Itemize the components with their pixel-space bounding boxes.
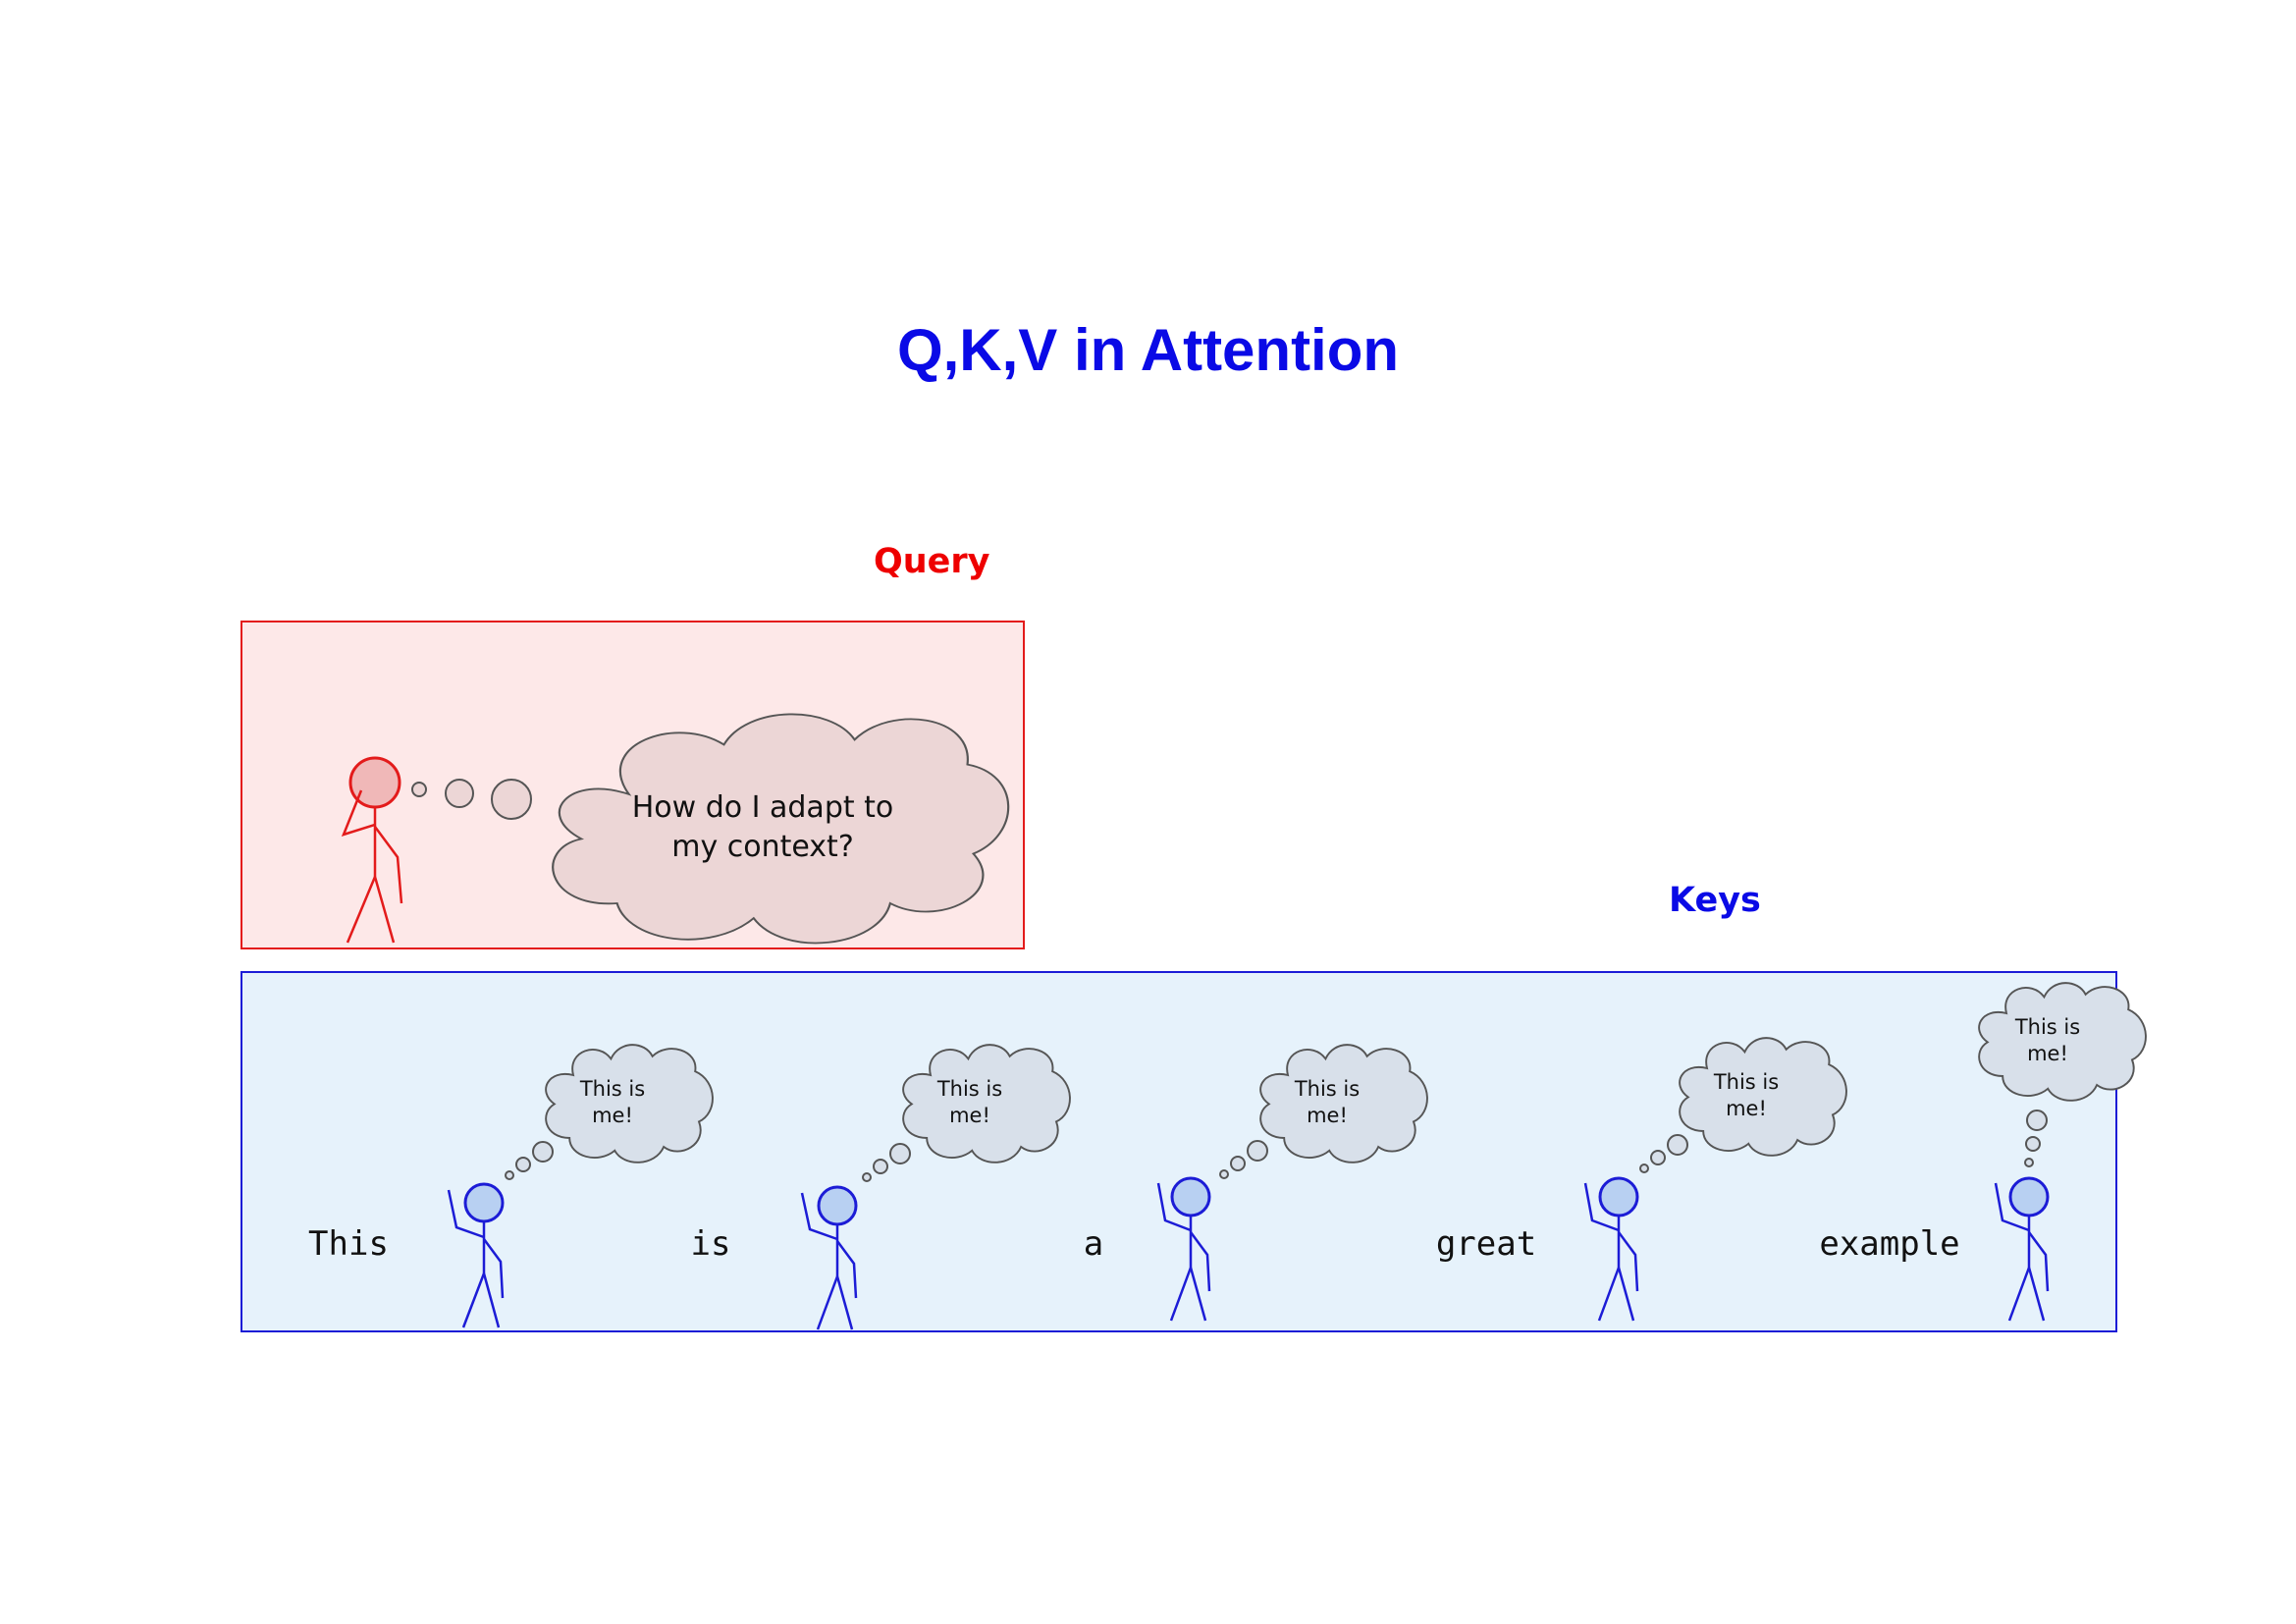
key-thought-text-line2: me! xyxy=(2027,1042,2068,1065)
key-thought-dots xyxy=(2024,1110,2048,1167)
key-person-icon xyxy=(1583,1176,1639,1322)
query-thought-text-line1: How do I adapt to xyxy=(632,790,894,825)
page-title: Q,K,V in Attention xyxy=(896,317,1400,383)
word-example: example xyxy=(1819,1224,1959,1264)
word-this: This xyxy=(308,1224,389,1264)
key-thought-text-line1: This is xyxy=(1713,1070,1779,1094)
key-person-icon xyxy=(800,1185,858,1330)
key-thought-text-line1: This is xyxy=(1294,1077,1360,1101)
key-thought-dots xyxy=(1639,1134,1688,1173)
key-thought-text-line2: me! xyxy=(1726,1097,1767,1120)
query-person-icon xyxy=(341,756,403,944)
key-thought-text-line2: me! xyxy=(592,1104,633,1127)
query-thought-dots xyxy=(411,779,532,820)
keys-box xyxy=(240,971,2117,1332)
key-thought-dots xyxy=(862,1143,911,1182)
key-thought-text-line1: This is xyxy=(579,1077,645,1101)
query-label: Query xyxy=(874,542,990,581)
key-thought-dots xyxy=(505,1141,554,1180)
key-thought-text-line2: me! xyxy=(1307,1104,1348,1127)
key-thought-text-line1: This is xyxy=(2014,1015,2080,1039)
query-thought-text-line2: my context? xyxy=(671,830,854,864)
word-is: is xyxy=(691,1224,731,1264)
word-a: a xyxy=(1084,1224,1103,1264)
keys-label: Keys xyxy=(1669,881,1761,920)
key-person-icon xyxy=(447,1182,505,1328)
key-thought-dots xyxy=(1219,1140,1268,1179)
key-thought-text-line2: me! xyxy=(949,1104,990,1127)
word-great: great xyxy=(1436,1224,1536,1264)
key-person-icon xyxy=(1156,1176,1211,1322)
key-thought-text-line1: This is xyxy=(936,1077,1002,1101)
key-person-icon xyxy=(1994,1176,2050,1322)
